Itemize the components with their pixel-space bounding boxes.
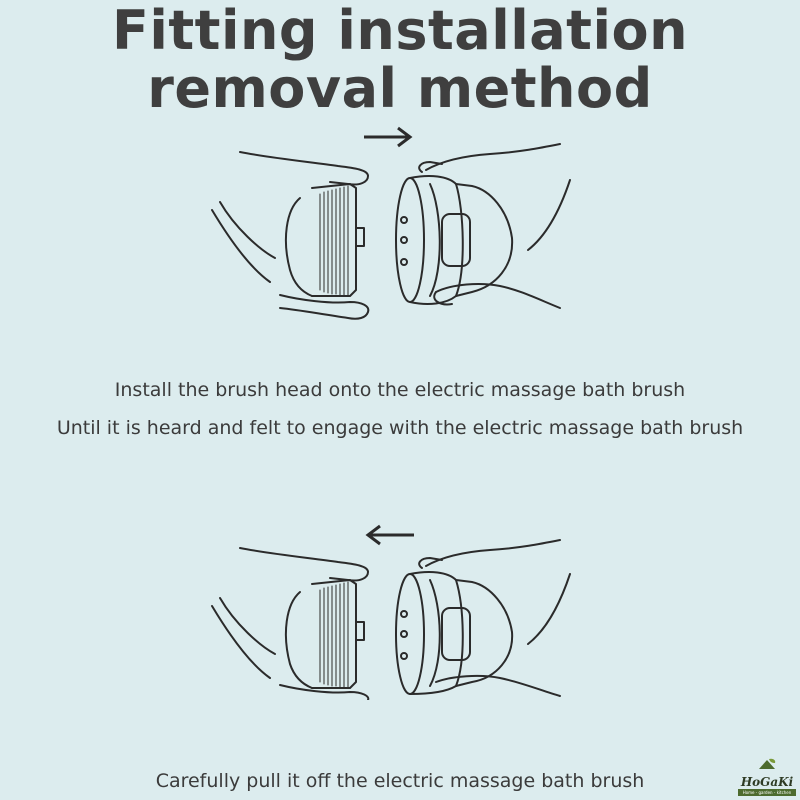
install-caption-line-2: Until it is heard and felt to engage wit…	[56, 417, 744, 439]
remove-caption: Carefully pull it off the electric massa…	[155, 770, 645, 792]
title-line-2: removal method	[147, 57, 653, 120]
title-line-1: Fitting installation	[111, 0, 689, 62]
install-illustration	[211, 143, 571, 320]
remove-illustration	[211, 539, 571, 700]
logo-name: HoGaKi	[740, 775, 794, 789]
page-title: Fitting installation removal method	[0, 2, 800, 118]
install-caption-line-1: Install the brush head onto the electric…	[114, 379, 686, 401]
arrow-right-icon	[364, 126, 413, 148]
brand-logo: HoGaKi Home - garden - kitchen	[738, 756, 796, 796]
logo-tagline: Home - garden - kitchen	[738, 789, 796, 796]
leaf-house-icon	[759, 758, 776, 769]
arrow-left-icon	[365, 524, 414, 546]
